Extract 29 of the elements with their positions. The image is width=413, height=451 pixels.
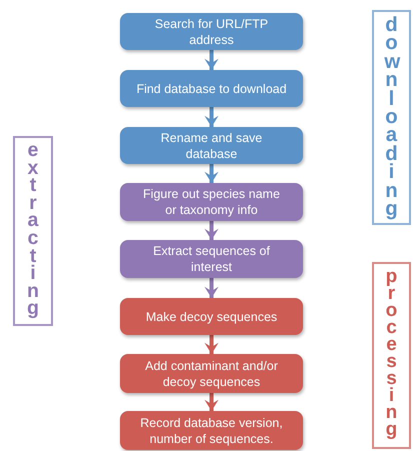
step-text: Rename and save database [160, 130, 264, 162]
arrow [204, 164, 218, 183]
stage-label: extracting [26, 142, 52, 318]
process-box [120, 127, 303, 164]
process-box [120, 411, 303, 450]
step-text: Add contaminant and/or decoy sequences [144, 358, 279, 390]
stage-label: processing [384, 268, 410, 438]
process-box [120, 183, 303, 221]
arrow [204, 107, 218, 127]
step-text: Record database version, number of sequences. [139, 414, 284, 446]
step-text: Find database to download [136, 80, 287, 96]
step-text: Extract sequences of interest [152, 243, 271, 275]
process-box [120, 13, 303, 50]
stage-label-panel [372, 10, 411, 225]
arrow [204, 50, 218, 70]
step-text: Make decoy sequences [146, 308, 278, 324]
process-box [120, 298, 303, 335]
process-box [120, 70, 303, 107]
stage-label: downloading [384, 16, 411, 218]
process-box [120, 354, 303, 393]
arrow [204, 335, 218, 354]
arrow [204, 278, 218, 298]
process-box [120, 240, 303, 278]
arrow [204, 393, 218, 411]
step-text: Search for URL/FTP address [154, 16, 270, 48]
stage-label-panel [372, 262, 411, 449]
stage-label-panel [13, 136, 53, 326]
step-text: Figure out species name or taxonomy info [142, 186, 281, 218]
arrow [204, 221, 218, 240]
